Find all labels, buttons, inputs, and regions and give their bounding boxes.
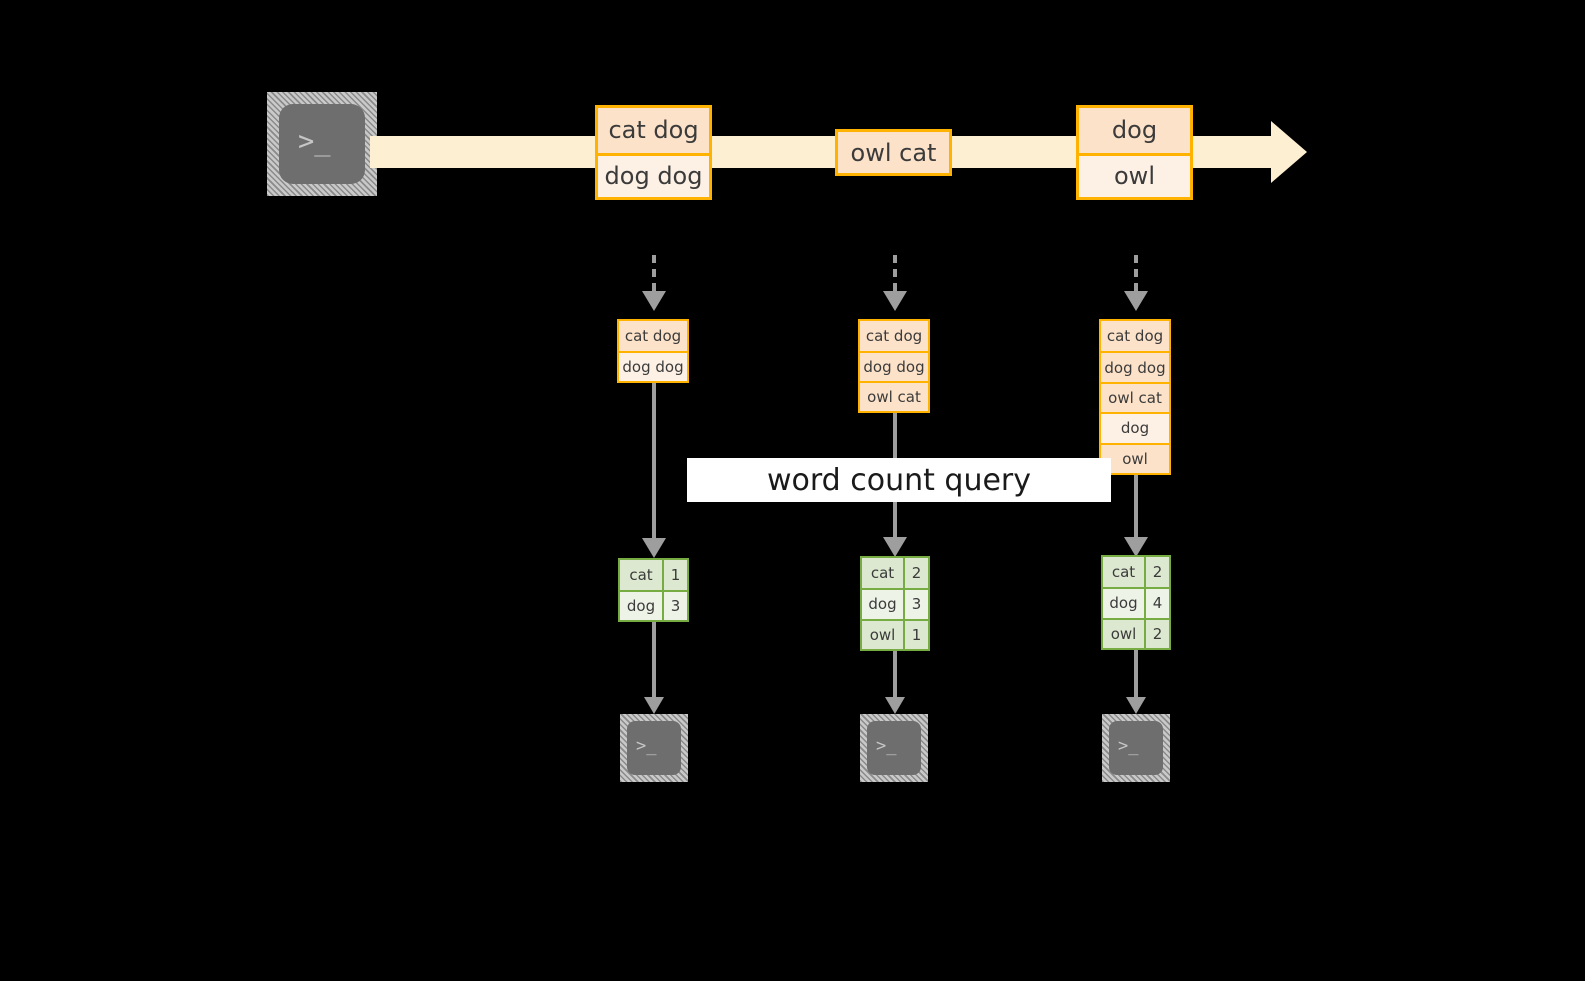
terminal-screen [1109, 721, 1163, 775]
table-row: owl 2 [1103, 617, 1169, 648]
result-word: owl [1103, 619, 1144, 648]
snapshot-3-buffer-line-3: owl cat [1101, 381, 1169, 413]
terminal-screen [279, 104, 365, 184]
snapshot-3-sink-line [1134, 650, 1138, 697]
snapshot-2-result-table[interactable]: cat 2 dog 3 owl 1 [860, 556, 930, 651]
table-row: cat 1 [620, 560, 687, 590]
snapshot-3-buffer-line-4: dog [1101, 412, 1169, 443]
terminal-prompt: >_ [636, 736, 657, 756]
source-terminal-icon: >_ [267, 92, 377, 196]
result-count: 2 [903, 558, 928, 589]
result-count: 3 [662, 592, 687, 620]
query-label-banner: word count query [687, 458, 1111, 502]
result-count: 1 [903, 620, 928, 649]
snapshot-3-query-line [1134, 475, 1138, 537]
result-word: cat [862, 558, 903, 589]
terminal-prompt: >_ [1118, 736, 1139, 756]
snapshot-1-query-line [652, 383, 656, 538]
snapshot-2-buffer-line-1: cat dog [860, 321, 928, 351]
result-word: owl [862, 620, 903, 649]
snapshot-2-sink-line [893, 651, 897, 697]
snapshot-2-tap-line [893, 255, 897, 291]
table-row: dog 3 [620, 590, 687, 620]
result-word: dog [1103, 589, 1144, 618]
stream-event-1-line-2: dog dog [598, 152, 709, 197]
table-row: owl 1 [862, 618, 928, 649]
snapshot-3-buffer-line-1: cat dog [1101, 321, 1169, 352]
stream-event-3[interactable]: dog owl [1076, 105, 1193, 200]
snapshot-1-tap-line [652, 255, 656, 291]
snapshot-1-tap-arrowhead [642, 291, 666, 311]
result-count: 2 [1144, 557, 1169, 588]
snapshot-1-buffer-line-2: dog dog [619, 351, 687, 381]
snapshot-2-tap-arrowhead [883, 291, 907, 311]
result-count: 4 [1144, 589, 1169, 618]
stream-event-2[interactable]: owl cat [835, 129, 952, 176]
snapshot-2-buffer[interactable]: cat dog dog dog owl cat [858, 319, 930, 413]
table-row: dog 4 [1103, 587, 1169, 618]
snapshot-1-buffer[interactable]: cat dog dog dog [617, 319, 689, 383]
result-word: dog [862, 590, 903, 619]
stream-event-2-line-1: owl cat [838, 132, 949, 173]
snapshot-1-result-table[interactable]: cat 1 dog 3 [618, 558, 689, 622]
snapshot-1-sink-line [652, 622, 656, 697]
stream-event-3-line-2: owl [1079, 152, 1190, 197]
stream-event-1-line-1: cat dog [598, 108, 709, 153]
stream-event-3-line-1: dog [1079, 108, 1190, 153]
snapshot-3-tap-line [1134, 255, 1138, 291]
snapshot-3-buffer-line-2: dog dog [1101, 351, 1169, 382]
result-word: cat [620, 560, 662, 590]
event-stream-arrowhead [1271, 121, 1307, 183]
result-word: cat [1103, 557, 1144, 588]
stream-event-1[interactable]: cat dog dog dog [595, 105, 712, 200]
snapshot-3-tap-arrowhead [1124, 291, 1148, 311]
snapshot-2-query-arrowhead [883, 537, 907, 557]
snapshot-2-buffer-line-2: dog dog [860, 351, 928, 381]
snapshot-3-buffer-line-5: owl [1101, 442, 1169, 474]
snapshot-1-sink-arrowhead [644, 697, 664, 714]
table-row: dog 3 [862, 588, 928, 619]
terminal-prompt: >_ [298, 126, 331, 157]
snapshot-3-sink-terminal-icon: >_ [1102, 714, 1170, 782]
snapshot-2-sink-terminal-icon: >_ [860, 714, 928, 782]
snapshot-3-sink-arrowhead [1126, 697, 1146, 714]
snapshot-1-query-arrowhead [642, 538, 666, 558]
result-count: 3 [903, 590, 928, 619]
terminal-screen [867, 721, 921, 775]
snapshot-3-query-arrowhead [1124, 537, 1148, 557]
result-count: 2 [1144, 619, 1169, 648]
snapshot-3-buffer[interactable]: cat dog dog dog owl cat dog owl [1099, 319, 1171, 475]
snapshot-1-buffer-line-1: cat dog [619, 321, 687, 351]
snapshot-2-sink-arrowhead [885, 697, 905, 714]
snapshot-2-buffer-line-3: owl cat [860, 381, 928, 411]
snapshot-1-sink-terminal-icon: >_ [620, 714, 688, 782]
snapshot-3-result-table[interactable]: cat 2 dog 4 owl 2 [1101, 555, 1171, 650]
terminal-prompt: >_ [876, 736, 897, 756]
table-row: cat 2 [862, 558, 928, 589]
table-row: cat 2 [1103, 557, 1169, 588]
result-count: 1 [662, 560, 687, 590]
result-word: dog [620, 592, 662, 620]
terminal-screen [627, 721, 681, 775]
